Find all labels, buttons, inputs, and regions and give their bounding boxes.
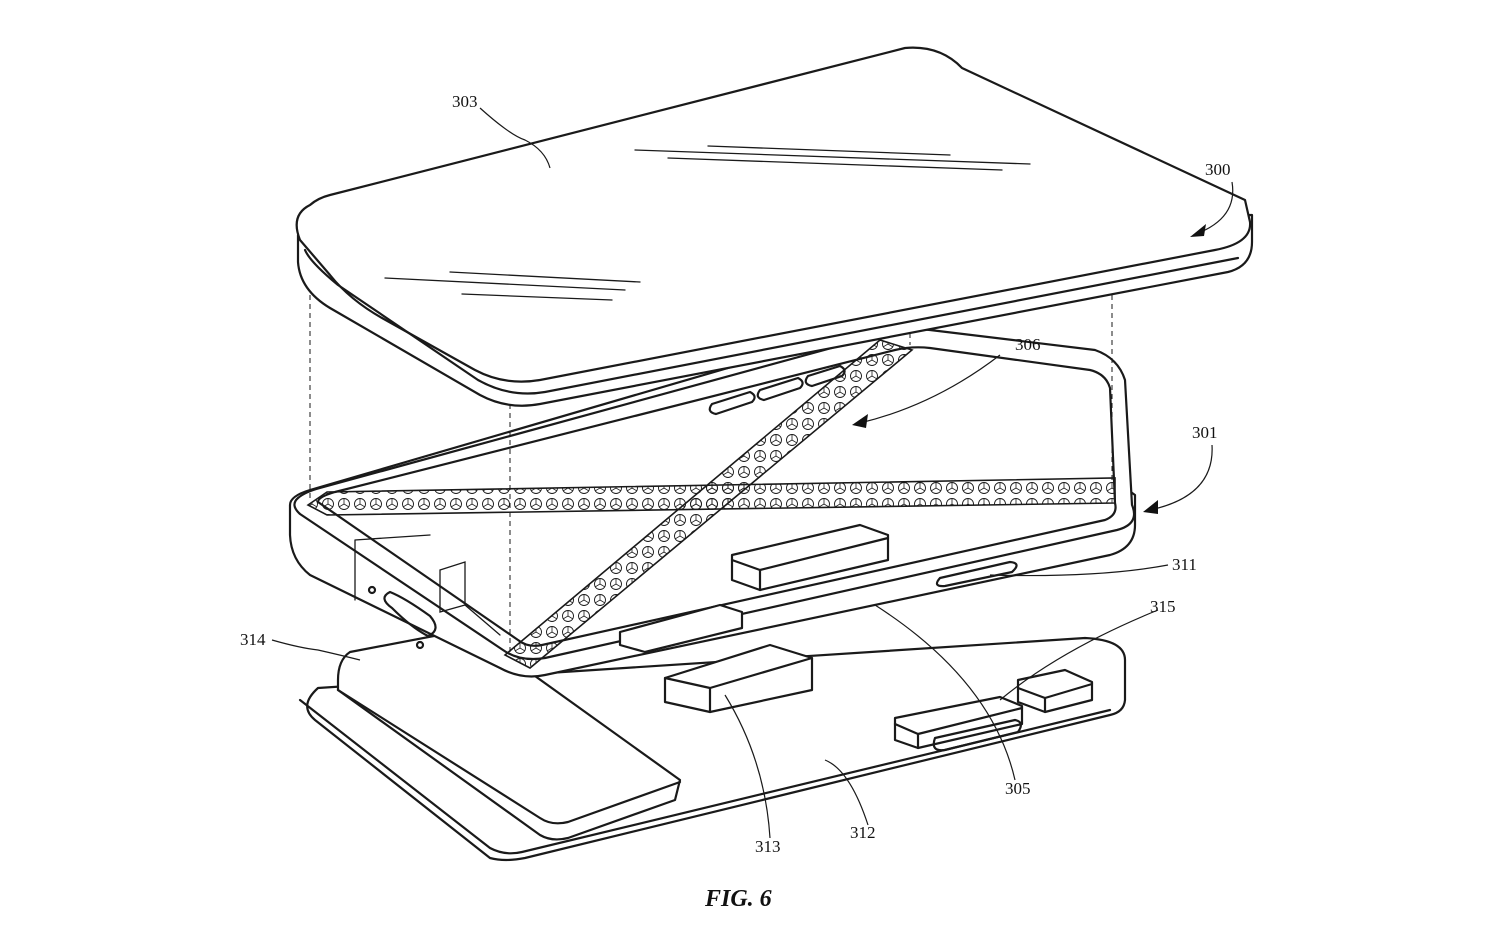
figure-caption: FIG. 6 bbox=[704, 886, 772, 912]
label-306: 306 bbox=[1015, 335, 1041, 354]
label-314: 314 bbox=[240, 630, 266, 649]
label-301: 301 bbox=[1192, 423, 1218, 442]
label-303: 303 bbox=[452, 92, 478, 111]
label-311: 311 bbox=[1172, 555, 1197, 574]
cover-glass-303 bbox=[297, 48, 1252, 406]
label-312: 312 bbox=[850, 823, 876, 842]
label-315: 315 bbox=[1150, 597, 1176, 616]
label-300: 300 bbox=[1205, 160, 1231, 179]
label-305: 305 bbox=[1005, 779, 1031, 798]
label-313: 313 bbox=[755, 837, 781, 856]
